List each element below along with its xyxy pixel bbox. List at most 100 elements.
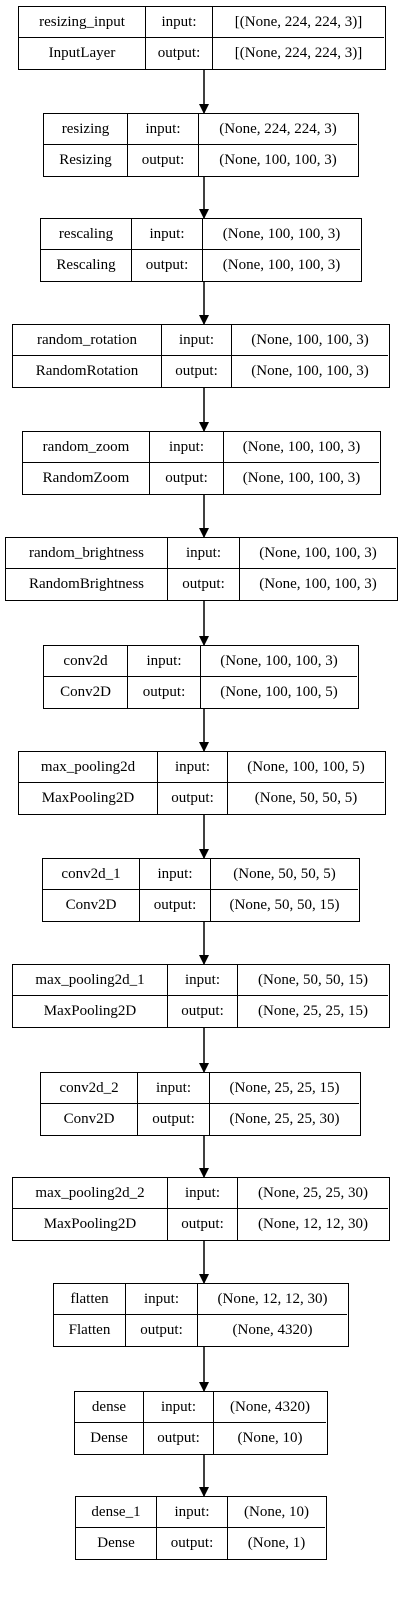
layer-class: Resizing	[59, 152, 112, 168]
output-shape: (None, 25, 25, 15)	[237, 996, 388, 1027]
output-label: output:	[156, 1528, 227, 1559]
layer-name: random_zoom	[23, 432, 149, 463]
input-label: input:	[157, 752, 227, 783]
input-label: input:	[167, 538, 239, 569]
layer-class: Flatten	[68, 1322, 111, 1338]
layer-name: flatten	[54, 1284, 125, 1315]
layer-class: Conv2D	[60, 684, 111, 700]
output-shape: (None, 100, 100, 5)	[200, 677, 357, 708]
layer-name: conv2d	[44, 646, 127, 677]
output-label: output:	[167, 1209, 237, 1240]
output-label: output:	[127, 677, 200, 708]
input-label: input:	[127, 114, 198, 145]
output-shape: (None, 100, 100, 3)	[202, 250, 360, 281]
layer-class: MaxPooling2D	[43, 1216, 137, 1232]
output-shape: (None, 50, 50, 5)	[227, 783, 384, 814]
layer-name: rescaling	[41, 219, 131, 250]
layer-name: max_pooling2d_1	[13, 965, 167, 996]
layer-class: RandomBrightness	[29, 576, 144, 592]
output-shape: (None, 10)	[213, 1423, 326, 1454]
input-label: input:	[149, 432, 223, 463]
layer-class: Conv2D	[65, 897, 117, 913]
input-shape: (None, 100, 100, 3)	[200, 646, 357, 677]
layer-class: Rescaling	[56, 257, 116, 273]
layer-class: MaxPooling2D	[41, 790, 135, 806]
input-label: input:	[167, 1178, 237, 1209]
input-shape: (None, 100, 100, 3)	[239, 538, 396, 569]
layer-name: max_pooling2d_2	[13, 1178, 167, 1209]
input-label: input:	[127, 646, 200, 677]
output-label: output:	[157, 783, 227, 814]
layer-name: conv2d_1	[43, 859, 139, 890]
layer-name: resizing_input	[19, 7, 145, 38]
input-shape: (None, 100, 100, 3)	[223, 432, 379, 463]
layer-class: RandomZoom	[42, 470, 130, 486]
output-label: output:	[127, 145, 198, 176]
input-label: input:	[125, 1284, 197, 1315]
layer-class: Conv2D	[63, 1111, 115, 1127]
input-label: input:	[137, 1073, 209, 1104]
output-label: output:	[125, 1315, 197, 1346]
input-shape: (None, 100, 100, 3)	[231, 325, 388, 356]
output-shape: (None, 50, 50, 15)	[210, 890, 358, 921]
input-shape: (None, 10)	[227, 1497, 325, 1528]
output-label: output:	[161, 356, 231, 387]
layer-class: RandomRotation	[35, 363, 139, 379]
input-shape: (None, 50, 50, 15)	[237, 965, 388, 996]
input-shape: [(None, 224, 224, 3)]	[212, 7, 384, 38]
output-label: output:	[149, 463, 223, 494]
input-label: input:	[167, 965, 237, 996]
input-shape: (None, 100, 100, 5)	[227, 752, 384, 783]
output-shape: (None, 100, 100, 3)	[223, 463, 379, 494]
input-label: input:	[143, 1392, 213, 1423]
output-shape: (None, 25, 25, 30)	[209, 1104, 359, 1135]
input-shape: (None, 25, 25, 30)	[237, 1178, 388, 1209]
input-shape: (None, 12, 12, 30)	[197, 1284, 347, 1315]
output-label: output:	[137, 1104, 209, 1135]
input-label: input:	[131, 219, 202, 250]
output-label: output:	[143, 1423, 213, 1454]
layer-class: MaxPooling2D	[43, 1003, 137, 1019]
layer-class: InputLayer	[48, 45, 116, 61]
input-shape: (None, 224, 224, 3)	[198, 114, 357, 145]
input-label: input:	[156, 1497, 227, 1528]
input-shape: (None, 4320)	[213, 1392, 326, 1423]
output-shape: (None, 1)	[227, 1528, 325, 1559]
output-shape: (None, 4320)	[197, 1315, 347, 1346]
input-shape: (None, 50, 50, 5)	[210, 859, 358, 890]
output-shape: (None, 100, 100, 3)	[198, 145, 357, 176]
input-label: input:	[161, 325, 231, 356]
output-shape: (None, 12, 12, 30)	[237, 1209, 388, 1240]
input-shape: (None, 100, 100, 3)	[202, 219, 360, 250]
output-shape: (None, 100, 100, 3)	[231, 356, 388, 387]
output-label: output:	[131, 250, 202, 281]
output-label: output:	[167, 996, 237, 1027]
output-label: output:	[139, 890, 210, 921]
input-label: input:	[145, 7, 212, 38]
layer-name: random_brightness	[6, 538, 167, 569]
layer-name: dense_1	[76, 1497, 156, 1528]
layer-name: resizing	[44, 114, 127, 145]
output-label: output:	[167, 569, 239, 600]
input-label: input:	[139, 859, 210, 890]
layer-name: conv2d_2	[41, 1073, 137, 1104]
layer-name: max_pooling2d	[19, 752, 157, 783]
output-label: output:	[145, 38, 212, 69]
output-shape: (None, 100, 100, 3)	[239, 569, 396, 600]
output-shape: [(None, 224, 224, 3)]	[212, 38, 384, 69]
